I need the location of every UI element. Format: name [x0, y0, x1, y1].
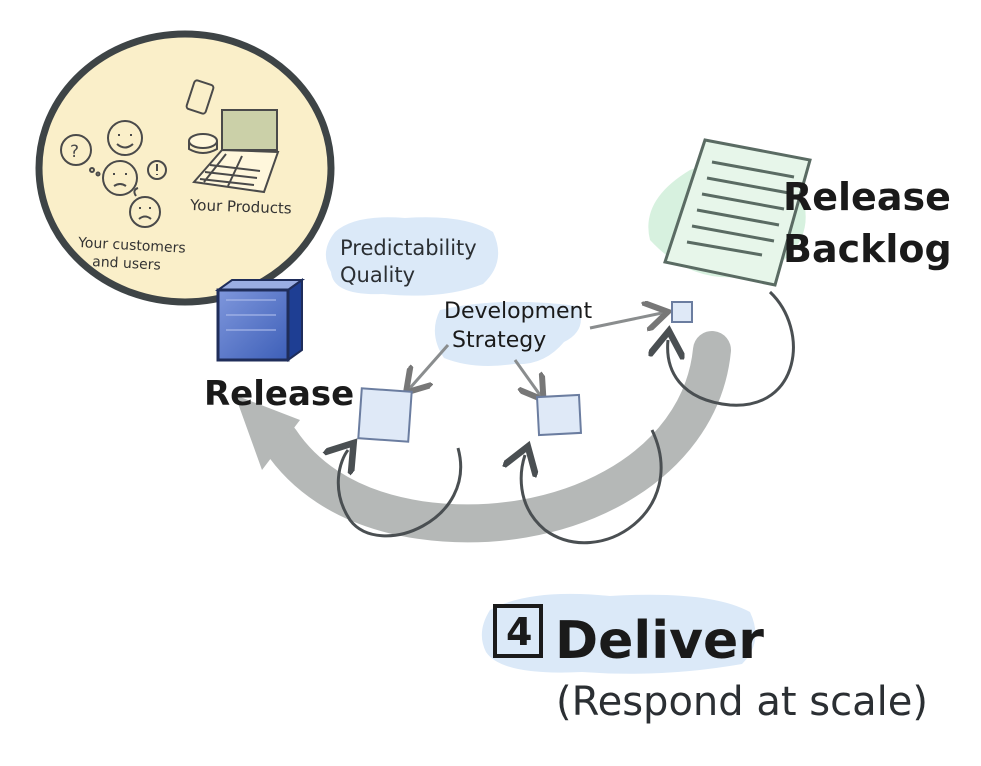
iteration-3	[668, 290, 795, 407]
strategy-highlight	[434, 301, 581, 366]
deliver-highlight	[481, 593, 756, 674]
quality-label: Quality	[340, 263, 415, 287]
predictability-highlight	[325, 217, 499, 296]
customer-faces-icon: ?	[60, 120, 167, 228]
release-flow-arrow	[261, 331, 731, 543]
release-backlog-document-icon	[663, 138, 812, 287]
iteration-2	[521, 393, 663, 545]
release-backlog-label-line2: Backlog	[783, 227, 952, 271]
step-subtitle: (Respond at scale)	[556, 679, 928, 725]
customers-label-line2: and users	[92, 254, 161, 274]
customers-label-line1: Your customers	[77, 235, 186, 257]
strategy-label: Strategy	[452, 328, 546, 353]
strategy-arrows	[410, 313, 662, 395]
release-backlog-label-line1: Release	[783, 175, 951, 219]
step-number: 4	[506, 610, 532, 654]
iteration-1	[338, 387, 462, 538]
release-flow-arrowhead	[235, 395, 300, 470]
customers-products-bubble: ? Your customers and users Your Products	[35, 30, 335, 306]
products-label: Your Products	[189, 196, 292, 218]
step-title: Deliver	[555, 611, 764, 671]
development-label: Development	[444, 299, 592, 324]
release-label: Release	[204, 374, 354, 414]
step-number-box	[493, 604, 543, 658]
predictability-label: Predictability	[340, 236, 477, 260]
svg-text:?: ?	[70, 142, 79, 162]
release-cube-icon	[214, 278, 306, 362]
products-devices-icon	[185, 79, 280, 194]
